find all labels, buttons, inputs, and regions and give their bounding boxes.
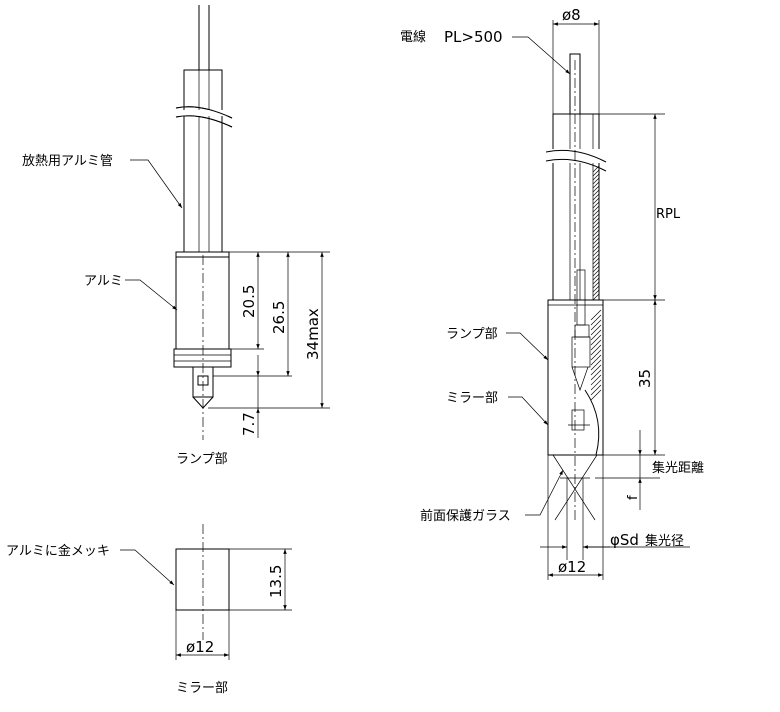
hatch-line bbox=[590, 354, 602, 366]
hatch-line bbox=[592, 229, 600, 237]
hatch-line bbox=[592, 181, 600, 189]
hatch-line bbox=[590, 324, 602, 336]
hatch-line bbox=[592, 269, 600, 277]
dim-dia8: ø8 bbox=[562, 6, 581, 24]
label-lamp-left: ランプ部 bbox=[176, 452, 228, 467]
dim-20-5: 20.5 bbox=[240, 285, 258, 318]
hatch-line bbox=[590, 329, 602, 341]
hatch-line bbox=[592, 209, 600, 217]
label-gold-plating: アルミに金メッキ bbox=[6, 543, 110, 559]
hatch-line bbox=[592, 261, 600, 269]
hatch-line bbox=[590, 344, 602, 356]
dim-dia12-right: ø12 bbox=[558, 558, 586, 576]
hatch-line bbox=[590, 379, 602, 391]
lamp-unit-drawing bbox=[173, 5, 330, 440]
dim-34max: 34max bbox=[304, 308, 322, 360]
hatch-line bbox=[592, 273, 600, 281]
hatch-line bbox=[592, 289, 600, 297]
hatch-line bbox=[592, 241, 600, 249]
hatch-line bbox=[592, 245, 600, 253]
hatch-line bbox=[590, 384, 602, 396]
hatch-line bbox=[592, 281, 600, 289]
hatch-line bbox=[590, 364, 602, 376]
hatch-line bbox=[590, 334, 602, 346]
hatch-line bbox=[590, 339, 602, 351]
hatch-line bbox=[592, 237, 600, 245]
hatch-line bbox=[592, 217, 600, 225]
dim-35: 35 bbox=[636, 369, 654, 388]
label-rpl: RPL bbox=[656, 207, 681, 222]
hatch-line bbox=[592, 221, 600, 229]
hatch-line bbox=[592, 169, 600, 177]
dim-13-5: 13.5 bbox=[267, 565, 285, 598]
hatch-line bbox=[590, 309, 602, 321]
hatch-line bbox=[592, 205, 600, 213]
label-lamp-right: ランプ部 bbox=[446, 327, 498, 342]
dim-dia12-left: ø12 bbox=[186, 638, 214, 656]
hatch-line bbox=[592, 257, 600, 265]
hatch-line bbox=[592, 225, 600, 233]
hatch-line bbox=[592, 285, 600, 293]
hatch-line bbox=[592, 253, 600, 261]
hatch-line bbox=[592, 201, 600, 209]
hatch-line bbox=[592, 177, 600, 185]
label-wire: 電線 bbox=[400, 29, 426, 45]
hatch-line bbox=[592, 277, 600, 285]
mirror-unit-drawing bbox=[175, 524, 292, 660]
hatch-line bbox=[592, 197, 600, 205]
label-f: f bbox=[626, 495, 641, 500]
label-front-glass: 前面保護ガラス bbox=[420, 508, 511, 524]
hatch-line bbox=[590, 349, 602, 361]
hatch-line bbox=[592, 293, 600, 301]
hatch-line bbox=[592, 185, 600, 193]
hatch-line bbox=[592, 213, 600, 221]
hatch-line bbox=[592, 189, 600, 197]
hatch-line bbox=[590, 314, 602, 326]
assembly-drawing bbox=[540, 20, 690, 580]
hatch-line bbox=[590, 374, 602, 386]
hatch-line bbox=[592, 265, 600, 273]
label-mirror-left: ミラー部 bbox=[176, 681, 228, 696]
hatch-line bbox=[592, 249, 600, 257]
hatch-line bbox=[590, 369, 602, 381]
label-aluminum: アルミ bbox=[84, 274, 123, 289]
hatch-line bbox=[590, 319, 602, 331]
label-mirror-right: ミラー部 bbox=[446, 391, 498, 406]
label-wire-length: PL>500 bbox=[444, 28, 503, 46]
label-focal-diameter: 集光径 bbox=[645, 533, 684, 549]
dim-7-7: 7.7 bbox=[240, 412, 258, 436]
hatch-line bbox=[592, 233, 600, 241]
label-focal-distance: 集光距離 bbox=[652, 460, 704, 476]
hatch-line bbox=[590, 359, 602, 371]
hatch-line bbox=[590, 389, 602, 401]
hatch-line bbox=[592, 193, 600, 201]
hatch-line bbox=[592, 173, 600, 181]
dim-phi-sd: φSd bbox=[610, 531, 639, 549]
label-heat-pipe: 放熱用アルミ管 bbox=[22, 154, 113, 169]
dim-26-5: 26.5 bbox=[270, 301, 288, 334]
